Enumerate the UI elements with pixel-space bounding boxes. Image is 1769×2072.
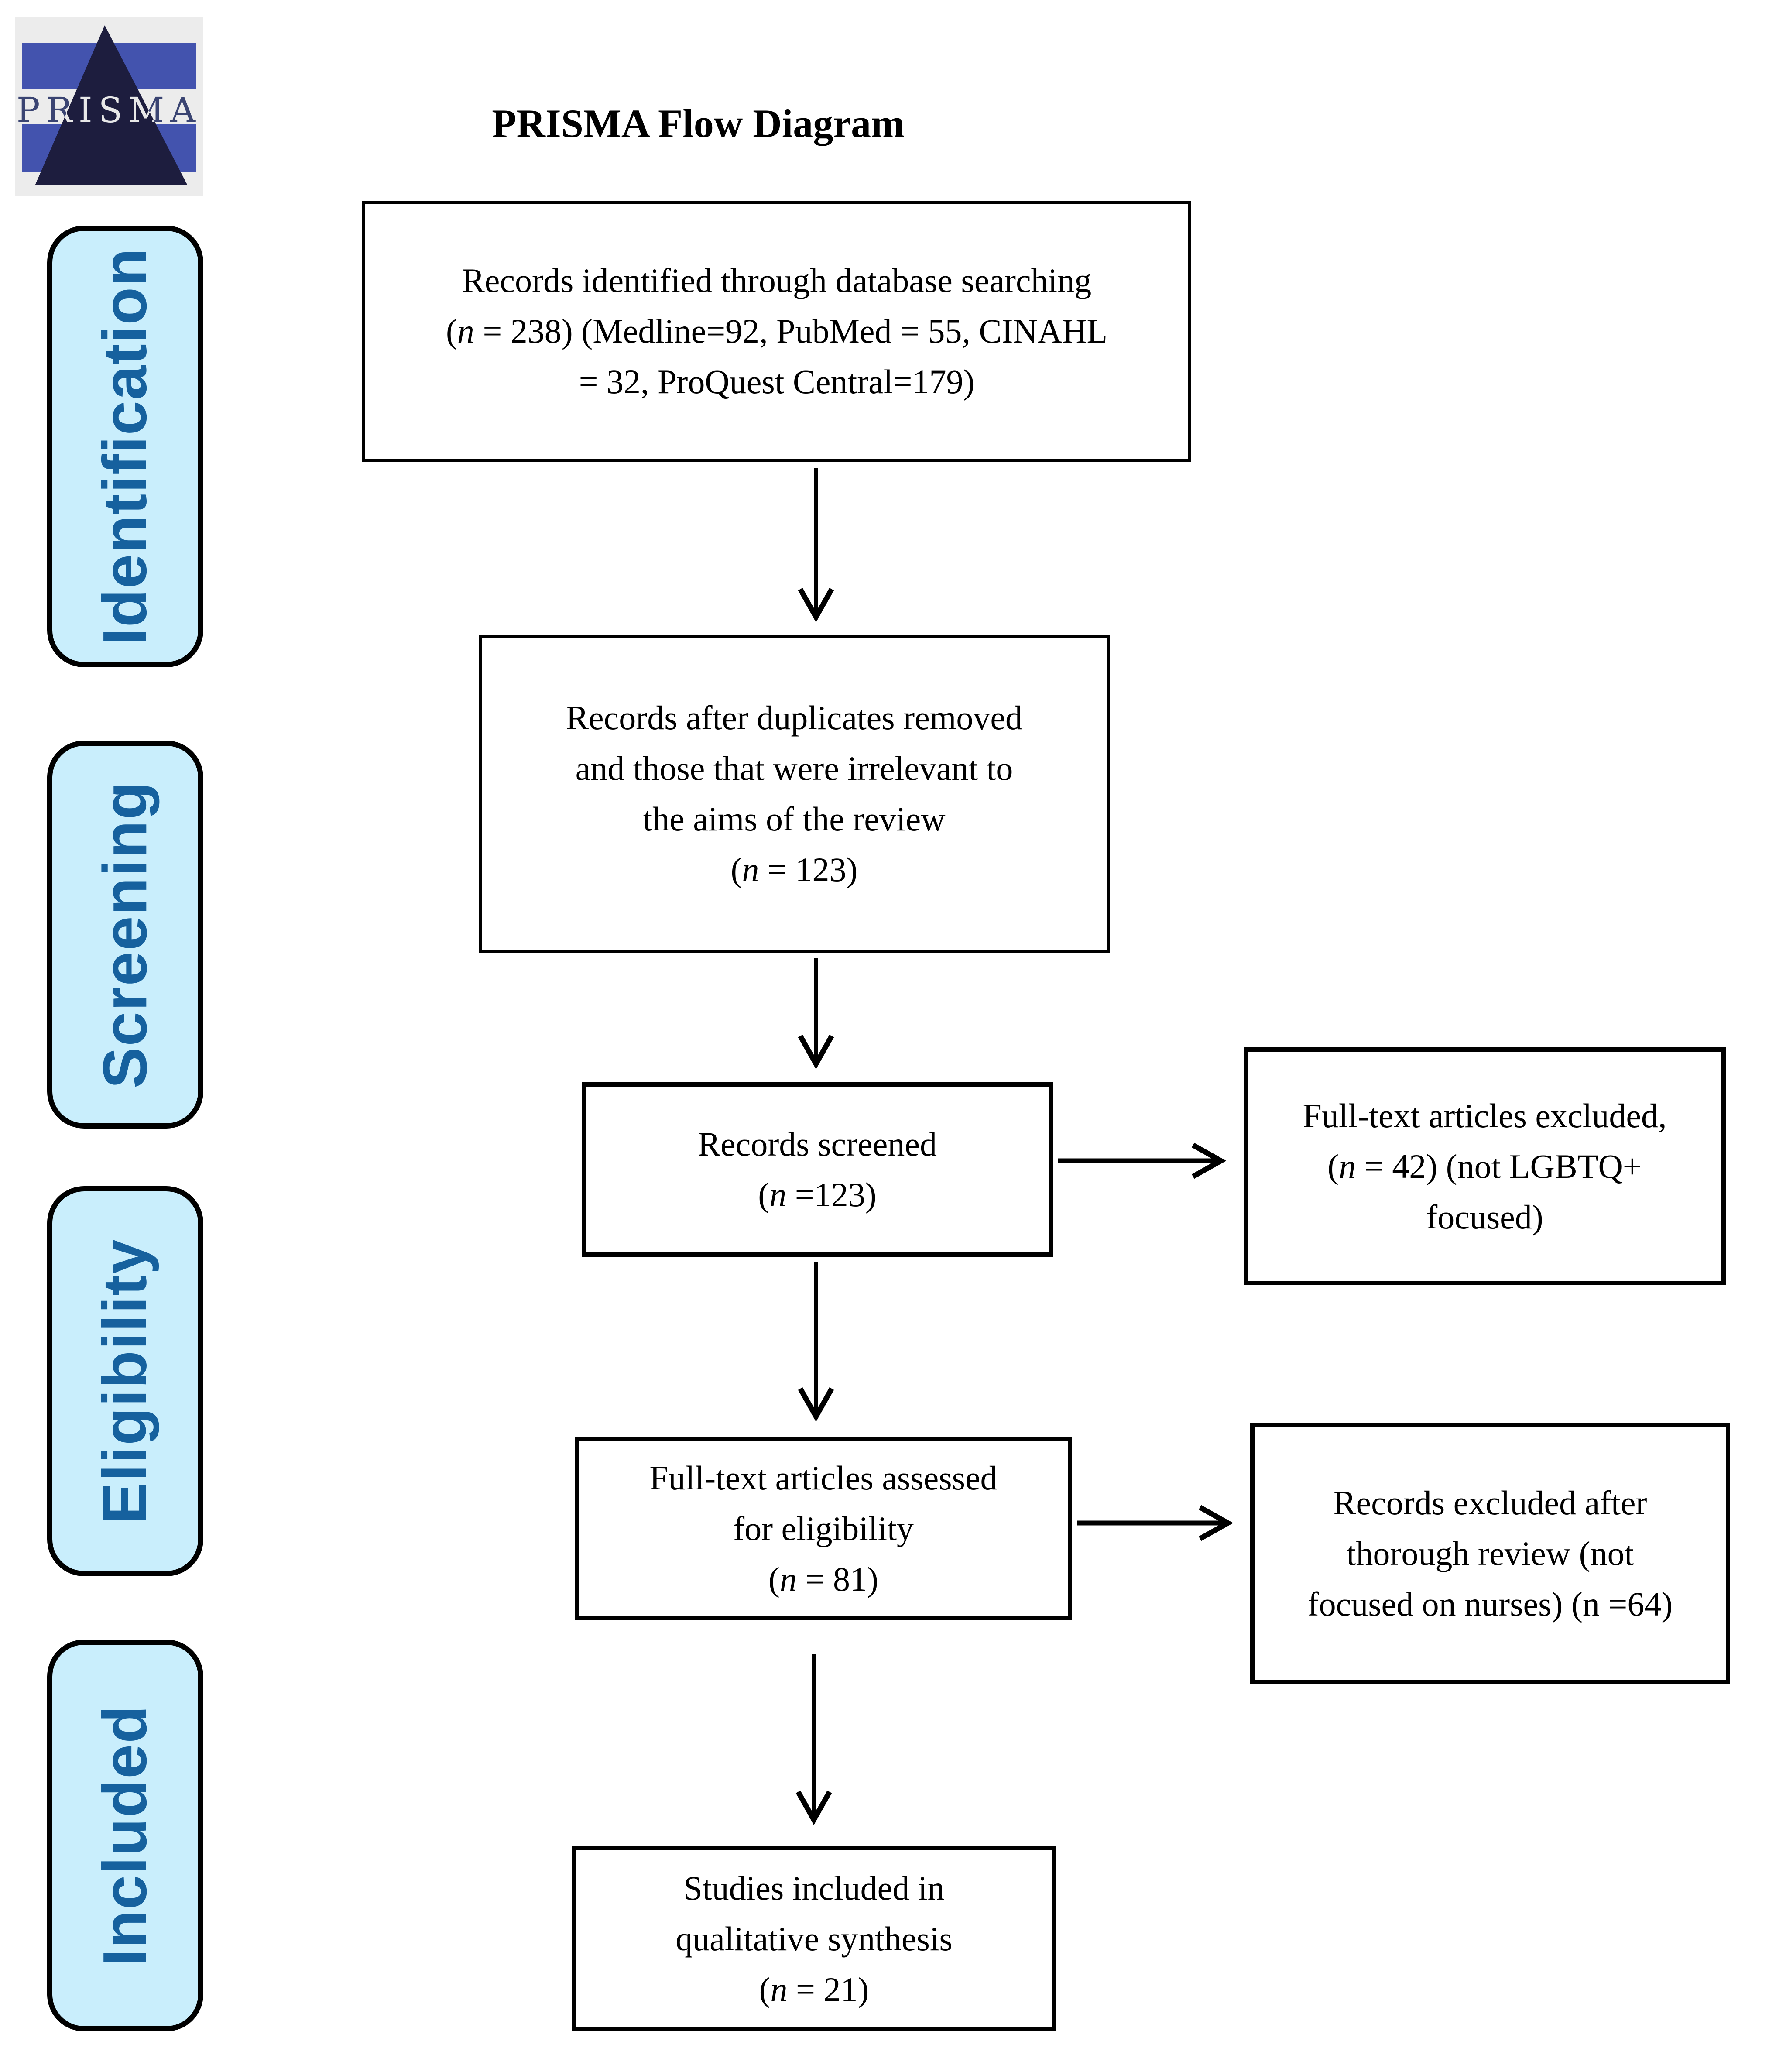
stage-screening: Screening xyxy=(47,741,203,1129)
flow-box-records-excluded: Records excluded after thorough review (n… xyxy=(1250,1423,1730,1684)
box-line: (n = 21) xyxy=(759,1970,869,2008)
stage-identification: Identification xyxy=(47,226,203,667)
box-line: Records after duplicates removed xyxy=(566,699,1023,737)
box-line: thorough review (not xyxy=(1346,1534,1634,1572)
flow-box-records-identified: Records identified through database sear… xyxy=(362,201,1191,462)
arrow-identified-to-duplicates-icon xyxy=(798,468,834,623)
page-title: PRISMA Flow Diagram xyxy=(492,101,905,146)
box-line: (n = 123) xyxy=(730,851,858,888)
prisma-logo-icon: PRISMA PRISMA xyxy=(15,17,203,196)
flow-box-records-screened: Records screened (n =123) xyxy=(582,1082,1053,1257)
stage-label: Identification xyxy=(90,247,160,645)
box-line: (n = 42) (not LGBTQ+ xyxy=(1327,1147,1642,1185)
box-line: and those that were irrelevant to xyxy=(575,749,1013,787)
flow-box-fulltext-assessed: Full-text articles assessed for eligibili… xyxy=(575,1437,1072,1620)
logo-word-blue: PRISMA xyxy=(17,90,202,130)
box-line: the aims of the review xyxy=(643,800,946,838)
box-line: focused on nurses) (n =64) xyxy=(1307,1585,1673,1623)
box-line: Full-text articles assessed xyxy=(649,1459,998,1497)
flow-box-included-synthesis: Studies included in qualitative synthesis… xyxy=(572,1846,1056,2031)
stage-label: Eligibility xyxy=(90,1238,160,1524)
box-line: qualitative synthesis xyxy=(675,1919,953,1958)
stage-eligibility: Eligibility xyxy=(47,1186,203,1576)
flow-box-fulltext-excluded: Full-text articles excluded, (n = 42) (no… xyxy=(1244,1047,1726,1285)
box-line: Records screened xyxy=(698,1125,937,1163)
box-line: (n = 238) (Medline=92, PubMed = 55, CINA… xyxy=(446,312,1108,350)
arrow-duplicates-to-screened-icon xyxy=(798,958,834,1070)
arrow-assessed-to-records-excluded-icon xyxy=(1077,1505,1234,1541)
box-line: for eligibility xyxy=(733,1509,914,1547)
box-line: focused) xyxy=(1426,1197,1543,1236)
stage-label: Included xyxy=(90,1705,160,1966)
box-line: (n = 81) xyxy=(768,1560,878,1598)
stage-included: Included xyxy=(47,1640,203,2031)
box-line: Studies included in xyxy=(683,1869,945,1907)
box-line: = 32, ProQuest Central=179) xyxy=(579,363,975,401)
arrow-assessed-to-included-icon xyxy=(795,1654,832,1825)
logo-triangle xyxy=(35,25,188,185)
stage-label: Screening xyxy=(90,781,160,1088)
box-line: Records identified through database sear… xyxy=(462,261,1092,299)
arrow-screened-to-excluded-icon xyxy=(1058,1142,1227,1179)
arrow-screened-to-assessed-icon xyxy=(798,1262,834,1422)
box-line: (n =123) xyxy=(758,1176,877,1214)
box-line: Full-text articles excluded, xyxy=(1303,1096,1667,1135)
box-line: Records excluded after xyxy=(1333,1484,1647,1522)
flow-box-duplicates-removed: Records after duplicates removed and thos… xyxy=(479,635,1110,953)
